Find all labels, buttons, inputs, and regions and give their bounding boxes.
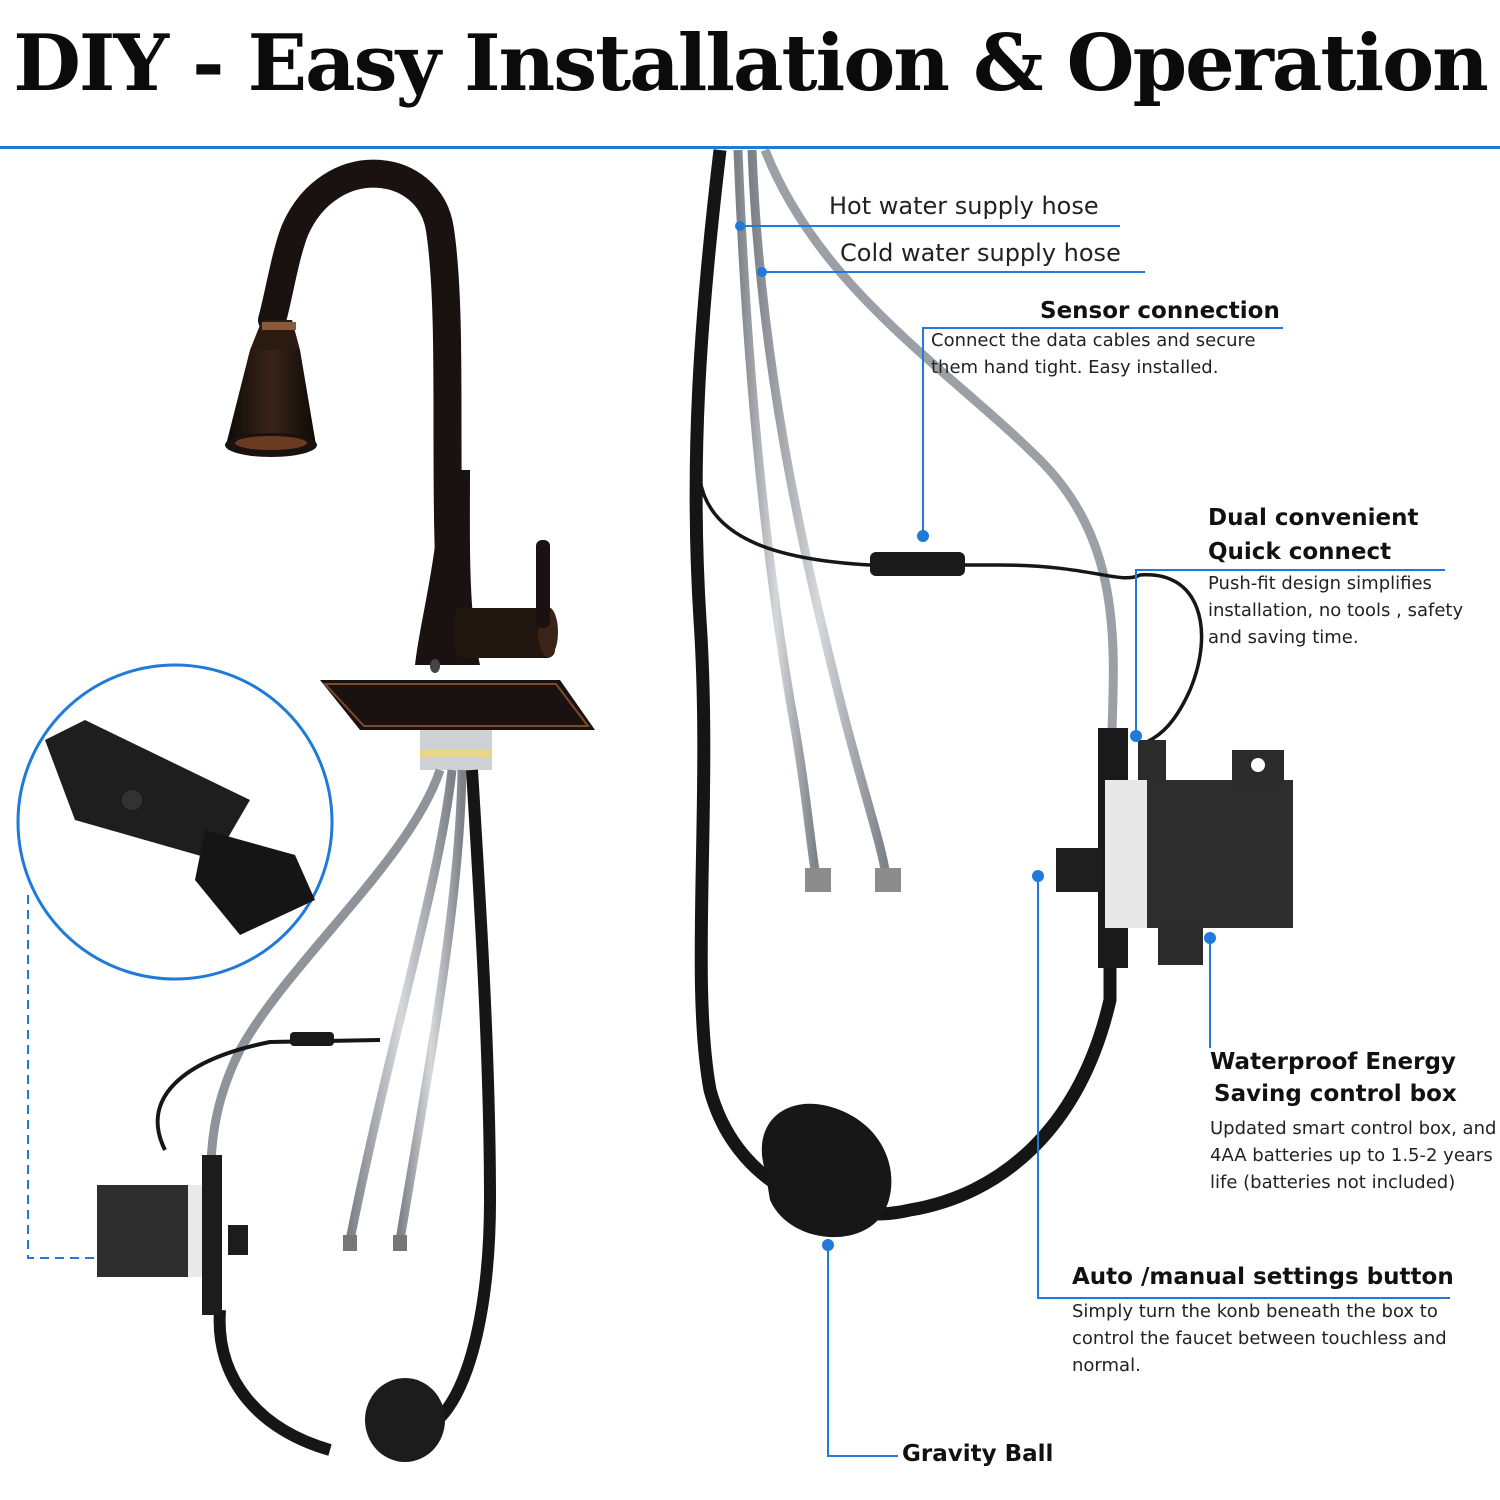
auto-manual-desc: Simply turn the konb beneath the box to … <box>1072 1301 1447 1376</box>
callout-lines <box>740 225 1450 1457</box>
right-gravity-ball <box>761 1103 892 1238</box>
control-box-title-2: Saving control box <box>1214 1081 1457 1107</box>
gravity-ball-label: Gravity Ball <box>902 1441 1054 1467</box>
connector-zoom-detail <box>16 663 334 981</box>
quick-connect-desc: Push-fit design simplifies installation,… <box>1208 573 1464 648</box>
quick-connect-title-2: Quick connect <box>1208 539 1392 565</box>
control-box-desc: Updated smart control box, and 4AA batte… <box>1210 1118 1497 1193</box>
callout-dots <box>735 221 1216 1251</box>
sensor-connection-desc: Connect the data cables and secure them … <box>931 330 1256 378</box>
cold-hose-label: Cold water supply hose <box>840 239 1121 267</box>
right-hoses <box>689 148 1204 1221</box>
title-divider <box>0 146 1500 149</box>
left-gravity-ball <box>365 1378 445 1462</box>
quick-connect-title-1: Dual convenient <box>1208 505 1419 531</box>
right-control-box <box>1056 728 1293 968</box>
page-title: DIY - Easy Installation & Operation <box>13 18 1489 109</box>
sensor-connector <box>870 552 965 576</box>
control-box-title-1: Waterproof Energy <box>1210 1049 1456 1075</box>
auto-manual-title: Auto /manual settings button <box>1072 1264 1454 1290</box>
sensor-connection-title: Sensor connection <box>1040 298 1280 324</box>
left-control-box <box>97 1155 248 1315</box>
hot-hose-label: Hot water supply hose <box>829 192 1099 220</box>
faucet-illustration <box>225 159 595 770</box>
